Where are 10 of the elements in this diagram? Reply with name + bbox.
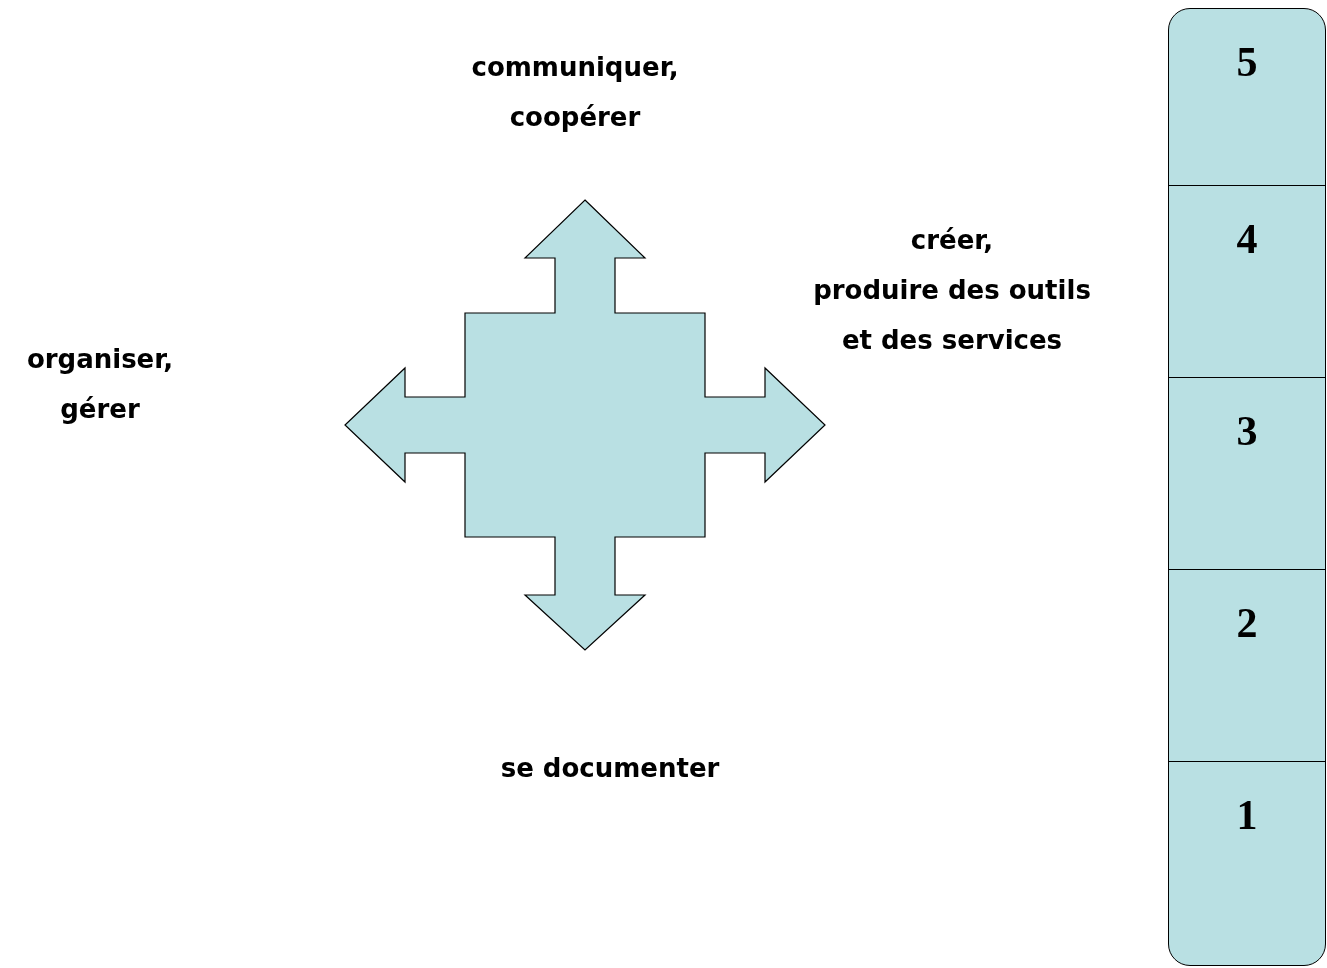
area-label: se documenter xyxy=(500,752,720,785)
area-label: créer, produire des outils et des services xyxy=(813,224,1091,357)
level-number: 3 xyxy=(1235,408,1259,454)
area-label: organiser, gérer xyxy=(26,343,174,426)
area-label: communiquer, coopérer xyxy=(471,51,679,134)
level-bar xyxy=(1168,8,1326,966)
level-number: 4 xyxy=(1235,216,1259,262)
level-number: 5 xyxy=(1235,39,1259,85)
level-number: 2 xyxy=(1235,600,1259,646)
level-number: 1 xyxy=(1235,792,1259,838)
